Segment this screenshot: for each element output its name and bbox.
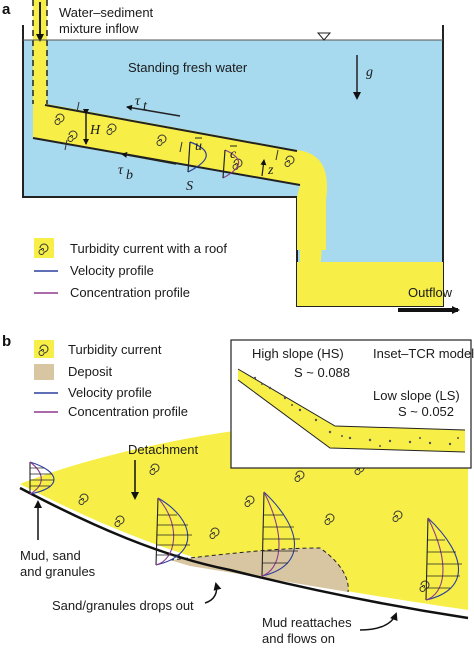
c-label: c [230,147,237,162]
legend-b-item-1: Deposit [68,364,112,379]
legend-a: Turbidity current with a roof Velocity p… [34,238,227,300]
z-arrow: z [260,159,274,178]
tank-walls [22,25,444,307]
legend-a-item-0: Turbidity current with a roof [70,241,227,256]
tau-t-arrow: τ t [126,94,181,117]
inset-particles [253,376,459,447]
svg-text:τ: τ [135,94,141,109]
svg-text:τ: τ [118,163,124,178]
reattach-annotation: Mud reattaches and flows on [262,612,398,646]
ticks-a [64,101,279,161]
svg-text:Mud reattaches: Mud reattaches [262,615,352,630]
inflow-channel [32,0,48,106]
inset-hs-value: S ~ 0.088 [294,365,350,380]
water-label: Standing fresh water [128,60,248,75]
legend-b-item-0: Turbidity current [68,342,162,357]
svg-text:Detachment: Detachment [128,442,198,457]
svg-text:Sand/granules drops out: Sand/granules drops out [52,598,194,613]
svg-text:g: g [366,65,373,80]
inset-ls-value: S ~ 0.052 [398,404,454,419]
profile-b-1 [29,461,55,495]
profile-b-3 [261,491,300,577]
svg-text:b: b [126,168,133,183]
outflow: Outflow [398,285,460,314]
profile-b-4 [425,517,462,601]
detachment-annotation: Detachment [128,442,198,500]
inflow-label-line-2: mixture inflow [59,21,139,36]
svg-text:H: H [89,123,101,138]
svg-text:and granules: and granules [20,564,96,579]
legend-b-item-2: Velocity profile [68,385,152,400]
svg-text:and flows on: and flows on [262,631,335,646]
svg-text:t: t [143,99,148,114]
profiles-b [29,461,462,601]
water-surface-marker [23,32,443,41]
inset-tcr-model: High slope (HS) Inset–TCR model S ~ 0.08… [230,339,474,469]
tau-b-arrow: τ b [118,151,177,183]
u-label: u [195,139,202,154]
svg-text:z: z [267,163,274,178]
svg-text:Outflow: Outflow [408,285,453,300]
mud-sand-annotation: Mud, sand and granules [20,500,96,579]
legend-a-item-2: Concentration profile [70,285,190,300]
inset-ls-label: Low slope (LS) [373,388,460,403]
profiles-a [187,141,240,179]
inset-hs-label: High slope (HS) [252,346,344,361]
panel-b-letter: b [2,333,11,350]
drops-out-annotation: Sand/granules drops out [52,582,222,613]
profile-b-2 [155,497,192,566]
gravity-arrow: g [353,55,373,100]
inflow-label-line-1: Water–sediment [59,5,154,20]
legend-b: Turbidity current Deposit Velocity profi… [34,340,188,419]
legend-a-item-1: Velocity profile [70,263,154,278]
slope-label: S [186,179,193,194]
h-dimension: H [83,109,101,145]
panel-a-letter: a [2,1,11,18]
svg-text:Mud, sand: Mud, sand [20,548,81,563]
inset-title: Inset–TCR model [373,346,474,361]
legend-b-item-3: Concentration profile [68,404,188,419]
